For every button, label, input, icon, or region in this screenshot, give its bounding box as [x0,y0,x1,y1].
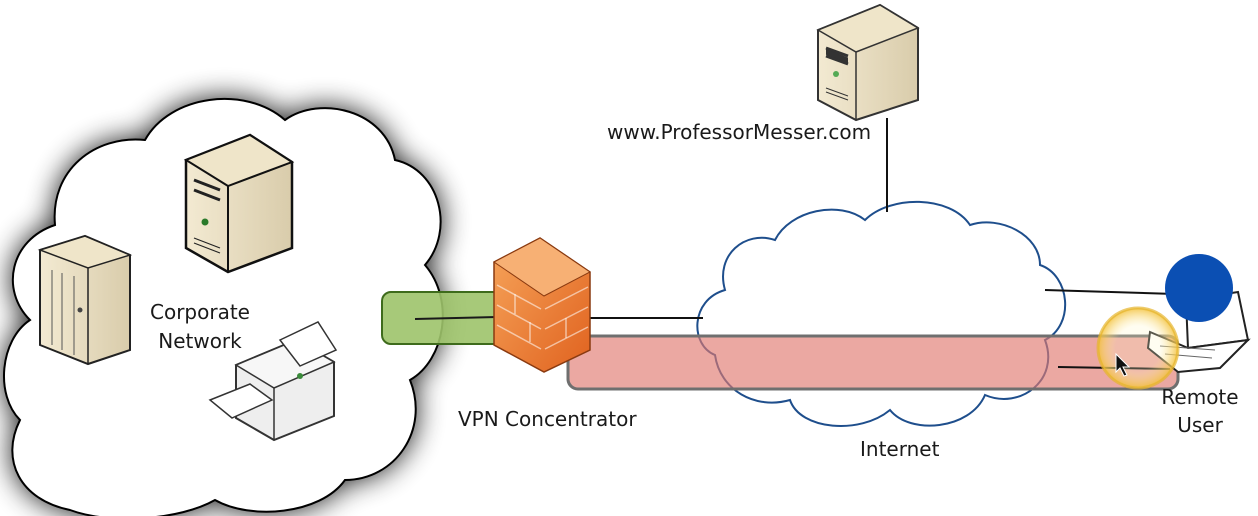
website-label: www.ProfessorMesser.com [607,120,872,144]
cursor-icon [1115,352,1131,377]
corporate-network-label: Corporate Network [150,300,250,353]
highlight-ring [1096,306,1180,390]
user-marker [1165,254,1233,322]
vpn-tunnel [566,334,1180,391]
server-icon [816,3,920,122]
remote-user-label: Remote User [1161,385,1239,437]
printer-icon [208,321,338,442]
rack-server-icon [37,234,133,366]
vpn-concentrator-label: VPN Concentrator [458,407,637,431]
internet-remote-link [1044,289,1176,295]
internet-cloud [696,200,1067,427]
internet-label: Internet [860,437,940,461]
firewall-icon [493,237,591,373]
server-icon [183,133,295,274]
